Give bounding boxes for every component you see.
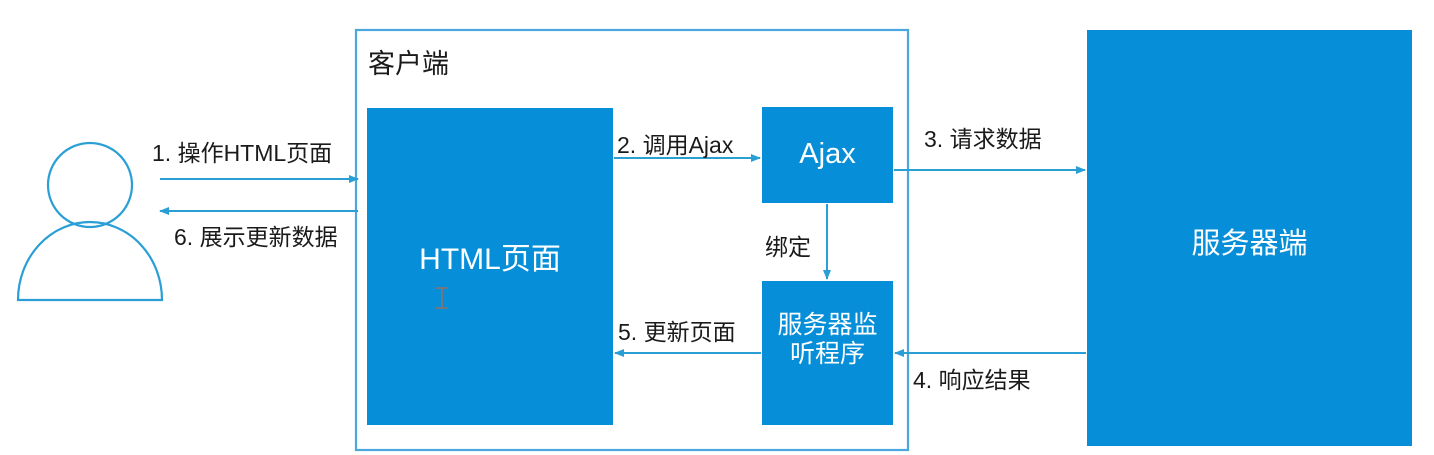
server-side-box[interactable]	[1087, 30, 1412, 446]
ajax-box[interactable]	[762, 107, 893, 203]
edge-step2-label: 2. 调用Ajax	[617, 132, 734, 158]
edge-step1-label: 1. 操作HTML页面	[152, 140, 333, 166]
edge-step3-label: 3. 请求数据	[924, 126, 1042, 152]
edge-step6-label: 6. 展示更新数据	[174, 224, 338, 250]
html-page-box[interactable]	[367, 108, 613, 425]
client-container-title: 客户端	[368, 49, 449, 79]
edge-bind-label: 绑定	[765, 234, 811, 260]
edge-step4-label: 4. 响应结果	[913, 367, 1031, 393]
text-cursor-icon	[436, 287, 448, 309]
user-person-icon	[16, 141, 164, 302]
edge-step5-label: 5. 更新页面	[618, 319, 736, 345]
server-listener-box[interactable]	[762, 281, 893, 425]
client-container-frame	[354, 28, 910, 452]
